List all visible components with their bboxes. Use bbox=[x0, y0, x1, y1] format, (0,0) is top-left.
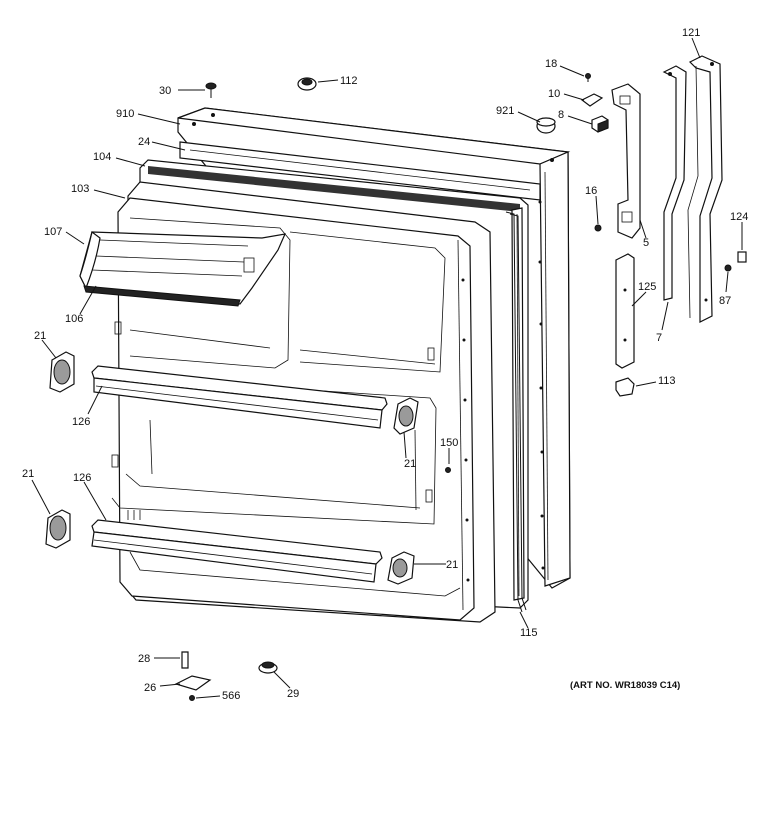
label-126-lower: 126 bbox=[73, 472, 91, 484]
label-566: 566 bbox=[222, 690, 240, 702]
label-21-upper-left: 21 bbox=[34, 330, 46, 342]
bin-support-lower-right bbox=[387, 551, 415, 585]
label-107: 107 bbox=[44, 226, 62, 238]
label-103: 103 bbox=[71, 183, 89, 195]
screw-16 bbox=[594, 224, 602, 232]
strip-125 bbox=[615, 253, 635, 369]
label-10: 10 bbox=[548, 88, 560, 100]
label-910: 910 bbox=[116, 108, 134, 120]
label-28: 28 bbox=[138, 653, 150, 665]
label-30: 30 bbox=[159, 85, 171, 97]
label-24: 24 bbox=[138, 136, 150, 148]
label-8: 8 bbox=[558, 109, 564, 121]
label-921: 921 bbox=[496, 105, 514, 117]
insulation-frame bbox=[179, 141, 541, 201]
label-21-lower-left: 21 bbox=[22, 468, 34, 480]
label-26: 26 bbox=[144, 682, 156, 694]
clip-10 bbox=[580, 93, 604, 107]
plug-112 bbox=[297, 77, 317, 91]
label-104: 104 bbox=[93, 151, 111, 163]
label-106: 106 bbox=[65, 313, 83, 325]
label-121: 121 bbox=[682, 27, 700, 39]
label-125: 125 bbox=[638, 281, 656, 293]
bin-support-upper-left bbox=[49, 351, 75, 393]
label-126-upper: 126 bbox=[72, 416, 90, 428]
callout-labels: 30 112 910 24 104 103 107 106 21 126 21 … bbox=[22, 27, 748, 702]
label-5: 5 bbox=[643, 237, 649, 249]
plate-26 bbox=[174, 675, 212, 691]
label-21-lower-right: 21 bbox=[446, 559, 458, 571]
label-16: 16 bbox=[585, 185, 597, 197]
label-21-mid-right: 21 bbox=[404, 458, 416, 470]
art-number: (ART NO. WR18039 C14) bbox=[570, 680, 680, 691]
spacer-28 bbox=[181, 651, 189, 669]
label-113: 113 bbox=[658, 375, 676, 387]
screw-30 bbox=[205, 82, 217, 98]
bin-support-mid-right bbox=[393, 397, 419, 435]
hinge-bracket bbox=[611, 83, 641, 239]
label-112: 112 bbox=[340, 75, 358, 87]
label-87: 87 bbox=[719, 295, 731, 307]
nut-29 bbox=[258, 661, 278, 674]
screw-18 bbox=[585, 73, 591, 82]
screw-87 bbox=[724, 264, 732, 272]
label-124: 124 bbox=[730, 211, 748, 223]
bin-support-lower-left bbox=[45, 509, 71, 549]
block-8 bbox=[591, 115, 609, 133]
cap-921 bbox=[536, 117, 556, 134]
shelf-bar-upper bbox=[91, 365, 388, 429]
handle-121 bbox=[687, 55, 723, 323]
clip-124 bbox=[737, 251, 747, 263]
label-150: 150 bbox=[440, 437, 458, 449]
breaker-strip bbox=[505, 211, 527, 613]
screw-566 bbox=[189, 695, 195, 701]
label-29: 29 bbox=[287, 688, 299, 700]
screw-150 bbox=[445, 467, 451, 473]
shelf-bar-lower bbox=[91, 519, 383, 583]
label-7: 7 bbox=[656, 332, 662, 344]
label-115: 115 bbox=[520, 627, 538, 639]
label-18: 18 bbox=[545, 58, 557, 70]
clip-113 bbox=[615, 377, 635, 397]
leader-lines bbox=[31, 37, 743, 699]
dairy-door bbox=[79, 230, 286, 307]
handle-7 bbox=[662, 65, 687, 301]
